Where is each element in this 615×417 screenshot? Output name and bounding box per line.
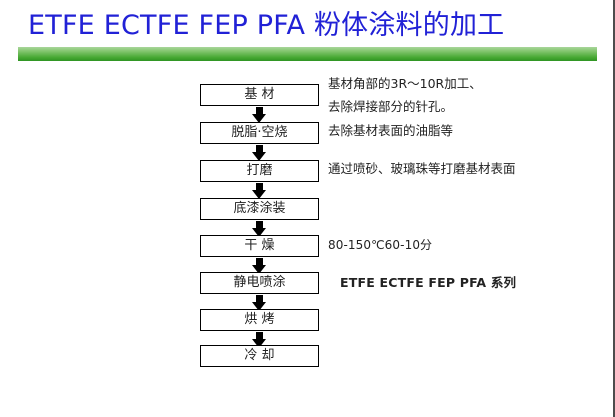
arrow-shaft: [256, 295, 263, 303]
arrow-shaft: [256, 183, 263, 191]
flow-annotation: 基材角部的3R～10R加工、: [328, 76, 482, 91]
flow-step-box: 冷 却: [200, 345, 319, 367]
flow-step-box: 干 燥: [200, 235, 319, 257]
arrow-shaft: [256, 145, 263, 153]
arrow-head: [252, 152, 266, 161]
flow-arrow-down-icon: [252, 332, 267, 348]
arrow-shaft: [256, 258, 263, 266]
flow-arrow-down-icon: [252, 295, 267, 311]
flow-annotation: 去除焊接部分的针孔。: [328, 99, 454, 114]
flow-arrow-down-icon: [252, 183, 267, 199]
flow-annotation: 80-150℃60-10分: [328, 238, 433, 252]
flow-step-box: 烘 烤: [200, 309, 319, 331]
flow-arrow-down-icon: [252, 145, 267, 161]
arrow-head: [252, 190, 266, 199]
arrow-head: [252, 339, 266, 348]
page-title: ETFE ECTFE FEP PFA 粉体涂料的加工: [28, 10, 505, 41]
arrow-head: [252, 265, 266, 274]
arrow-shaft: [256, 107, 263, 115]
arrow-shaft: [256, 332, 263, 340]
flow-arrow-down-icon: [252, 258, 267, 274]
flow-annotation: ETFE ECTFE FEP PFA 系列: [340, 275, 517, 290]
flow-step-box: 静电喷涂: [200, 272, 319, 294]
arrow-head: [252, 114, 266, 123]
flow-step-box: 打磨: [200, 160, 319, 182]
flow-annotation: 去除基材表面的油脂等: [328, 123, 454, 138]
flow-annotation: 通过喷砂、玻璃珠等打磨基材表面: [328, 161, 516, 176]
title-accent-bar: [18, 47, 597, 61]
flow-step-box: 脱脂·空烧: [200, 122, 319, 144]
flow-step-box: 底漆涂装: [200, 198, 319, 220]
arrow-shaft: [256, 221, 263, 229]
arrow-head: [252, 302, 266, 311]
flow-arrow-down-icon: [252, 221, 267, 237]
arrow-head: [252, 228, 266, 237]
flow-arrow-down-icon: [252, 107, 267, 123]
flow-step-box: 基 材: [200, 84, 319, 106]
